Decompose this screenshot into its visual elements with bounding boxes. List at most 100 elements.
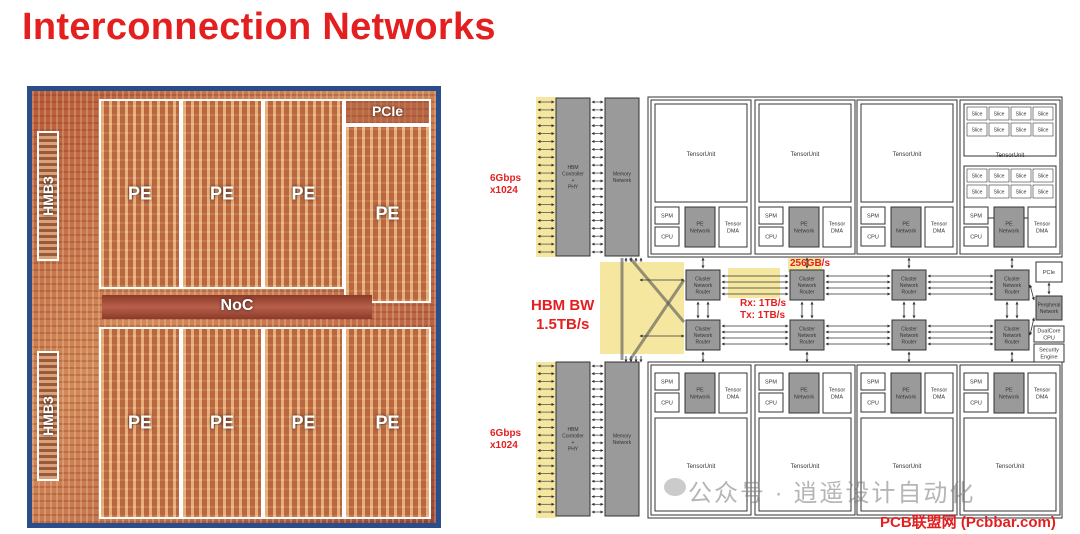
slice-cell (1010, 122, 1032, 137)
slice-cell (1032, 168, 1054, 183)
tensor-dma-label: DMA (727, 394, 740, 400)
pe-block-bottom-1: PE (99, 327, 181, 519)
crossbar-link (628, 279, 686, 361)
cluster-router-label: Network (694, 283, 713, 289)
spm-block (860, 372, 886, 391)
tensor-dma-label: DMA (727, 228, 740, 234)
spm-block (963, 206, 989, 225)
cpu-label: CPU (661, 234, 673, 240)
cluster-router-label: Cluster (901, 276, 917, 282)
pe-block-bottom-2: PE (181, 327, 263, 519)
cpu-label: CPU (867, 400, 879, 406)
cluster-router-label: Cluster (1004, 326, 1020, 332)
pe-network-block (788, 206, 820, 248)
spm-label: SPM (661, 379, 673, 385)
pe-network-label: PE (800, 387, 808, 393)
tensor-unit-label: TensorUnit (893, 152, 922, 158)
tensor-dma-block (1027, 372, 1057, 414)
cpu-block (860, 392, 886, 413)
dualcore-cpu-label: CPU (1043, 335, 1055, 341)
cpu-block (860, 226, 886, 247)
slice-cell (1010, 168, 1032, 183)
pe-network-block (788, 372, 820, 414)
slice-label: Slice (1038, 111, 1049, 117)
slice-label: Slice (994, 127, 1005, 133)
cluster-router-label: Cluster (799, 276, 815, 282)
pe-network-label: PE (696, 221, 704, 227)
router-bandwidth: 256GB/s (790, 258, 831, 269)
tensor-dma-label: Tensor (725, 387, 742, 393)
spm-block (758, 372, 784, 391)
cluster-router-label: Router (901, 289, 916, 295)
pe-network-label: Network (794, 394, 814, 400)
pe-block-top-2: PE (181, 99, 263, 289)
tensor-dma-label: DMA (933, 228, 946, 234)
cluster-router-label: Router (901, 339, 916, 345)
spm-block (654, 206, 680, 225)
pe-block-top-4: PE (344, 125, 431, 303)
spm-label: SPM (765, 379, 777, 385)
cpu-label: CPU (765, 234, 777, 240)
dualcore-cpu-label: DualCore (1037, 328, 1060, 334)
memory-network-label: Memory (613, 172, 632, 178)
tensor-dma-label: DMA (831, 394, 844, 400)
hbm-controller-label: PHY (568, 185, 579, 191)
slice-cell (988, 106, 1010, 121)
memory-network-label: Network (613, 440, 632, 446)
tensor-dma-label: Tensor (829, 221, 846, 227)
spm-label: SPM (970, 379, 982, 385)
hbm-strip-top (37, 131, 59, 261)
cluster-network-router (789, 319, 825, 351)
hbm-strip-bottom (37, 351, 59, 481)
slice-cell (966, 122, 988, 137)
router-peripheral-link (1029, 284, 1035, 301)
spm-block (758, 206, 784, 225)
crossbar-highlight (600, 262, 684, 354)
tensor-unit-label: TensorUnit (996, 153, 1025, 159)
pcie-block (344, 99, 431, 125)
crossbar-link (628, 257, 686, 323)
spm-label: SPM (765, 213, 777, 219)
slice-label: Slice (972, 173, 983, 179)
slice-label: Slice (994, 189, 1005, 195)
noc-band (102, 295, 372, 319)
slice-label: Slice (1038, 189, 1049, 195)
cpu-label: CPU (661, 400, 673, 406)
pe-network-label: PE (902, 221, 910, 227)
tensor-dma-label: Tensor (1034, 387, 1051, 393)
footer-credit: PCB联盟网 (Pcbbar.com) (880, 514, 1056, 531)
cluster-router-label: Router (695, 339, 710, 345)
tensor-unit-label: TensorUnit (791, 464, 820, 470)
hbm-link-highlight-top (536, 97, 556, 257)
slice-cell (1032, 106, 1054, 121)
cluster-router-label: Cluster (901, 326, 917, 332)
tensor-dma-block (822, 372, 852, 414)
pcie-label: PCIe (371, 103, 404, 119)
tensor-dma-block (718, 206, 748, 248)
tensor-unit-label: TensorUnit (687, 464, 716, 470)
tensor-dma-label: Tensor (829, 387, 846, 393)
slice-cell (1032, 184, 1054, 199)
cpu-label: CPU (867, 234, 879, 240)
slice-label: Slice (1038, 173, 1049, 179)
cluster-router-label: Network (900, 283, 919, 289)
tensor-unit-block (654, 417, 748, 512)
cpu-block (758, 226, 784, 247)
cluster-router-label: Router (1004, 339, 1019, 345)
cpu-block (963, 392, 989, 413)
hbm-controller-label: Controller (562, 434, 584, 440)
wechat-icon (664, 478, 686, 496)
cluster-router-label: Router (799, 289, 814, 295)
slice-cell (1032, 122, 1054, 137)
cluster-router-label: Network (798, 333, 817, 339)
pe-network-label: PE (1005, 221, 1013, 227)
pe-network-block (890, 206, 922, 248)
diagram-body: HBMController+PHYMemoryNetworkHBMControl… (537, 96, 1065, 519)
peripheral-network-block (1035, 295, 1063, 321)
die-photo: HMB3 HMB3 PE PE PE PE PCIe NoC PE PE PE … (27, 86, 441, 528)
slice-label: Slice (972, 189, 983, 195)
tensor-dma-block (924, 372, 954, 414)
